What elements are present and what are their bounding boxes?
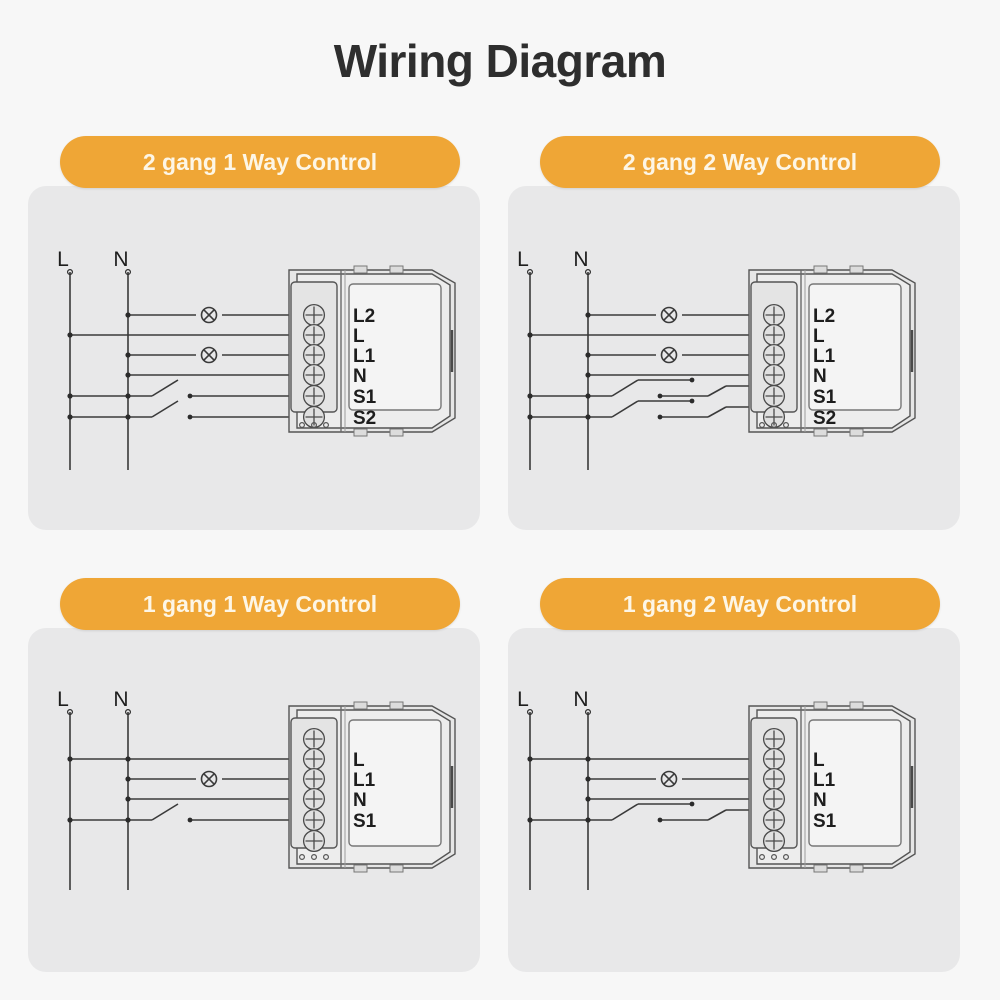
badge-one-gang-one-way: 1 gang 1 Way Control [60, 578, 460, 630]
panel-one-gang-two-way [508, 628, 960, 972]
page-title: Wiring Diagram [333, 35, 667, 87]
badge-two-gang-two-way: 2 gang 2 Way Control [540, 136, 940, 188]
panel-two-gang-two-way [508, 186, 960, 530]
panel-two-gang-one-way [28, 186, 480, 530]
panel-one-gang-one-way [28, 628, 480, 972]
badge-two-gang-one-way: 2 gang 1 Way Control [60, 136, 460, 188]
badge-one-gang-two-way: 1 gang 2 Way Control [540, 578, 940, 630]
